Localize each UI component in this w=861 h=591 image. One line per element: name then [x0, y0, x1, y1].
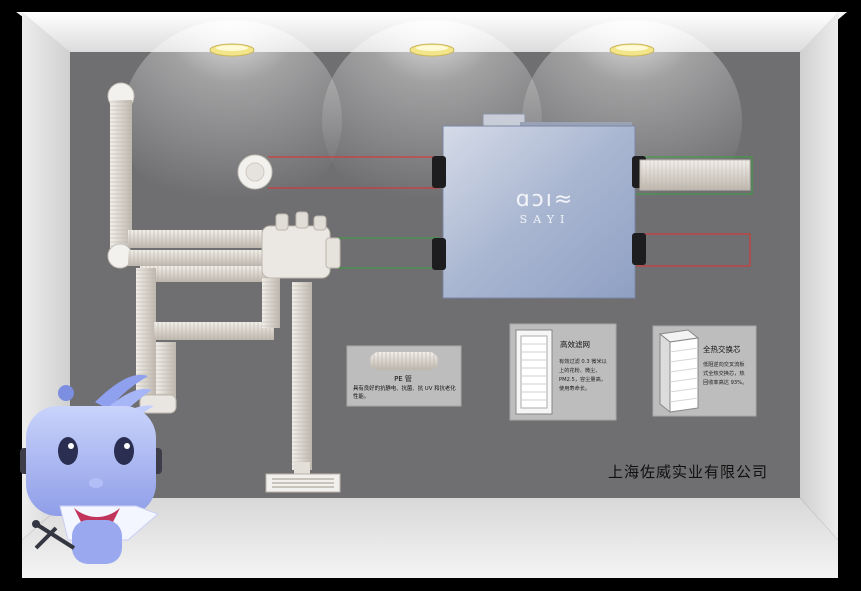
company-name: 上海佐威实业有限公司 [608, 463, 769, 481]
round-vent-icon [237, 154, 273, 190]
white-duct-right [639, 159, 751, 191]
floor [22, 498, 838, 578]
filter-card-title: 高效滤网 [560, 340, 590, 349]
core-card-desc: 低阻逆向交叉流板式全热交换芯，热回收率高达 93%。 [703, 362, 748, 386]
vertical-duct-left [107, 82, 135, 269]
brand-logo: ɑɔı≈ [515, 187, 575, 212]
air-manifold [261, 211, 341, 279]
duct-guide-lines [268, 156, 753, 269]
ceiling-light-icon [609, 43, 655, 57]
ceiling-light-icon [209, 43, 255, 57]
floor-duct [265, 282, 341, 493]
filter-card-desc: 有效过滤 0.3 微米以上的花粉、微尘、PM2.5，容尘量高，使用寿命长。 [559, 359, 607, 392]
pe-card [346, 345, 462, 407]
pe-card-desc: 具有良好的抗静电、抗菌、抗 UV 和抗老化性能。 [353, 386, 456, 400]
filter-card [509, 323, 617, 421]
pe-card-title: PE 管 [394, 375, 412, 383]
ceiling-light-icon [409, 43, 455, 57]
core-card [652, 325, 757, 417]
brand-name: SAYI [519, 213, 571, 226]
unit-brand: ɑɔı≈ SAYI [495, 187, 595, 227]
mascot-robot-icon [20, 374, 162, 564]
core-card-title: 全热交换芯 [703, 345, 741, 354]
horizontal-ducts [128, 230, 268, 282]
lower-duct-run [136, 268, 280, 414]
ventilation-unit [432, 113, 646, 299]
right-wall [800, 12, 838, 540]
